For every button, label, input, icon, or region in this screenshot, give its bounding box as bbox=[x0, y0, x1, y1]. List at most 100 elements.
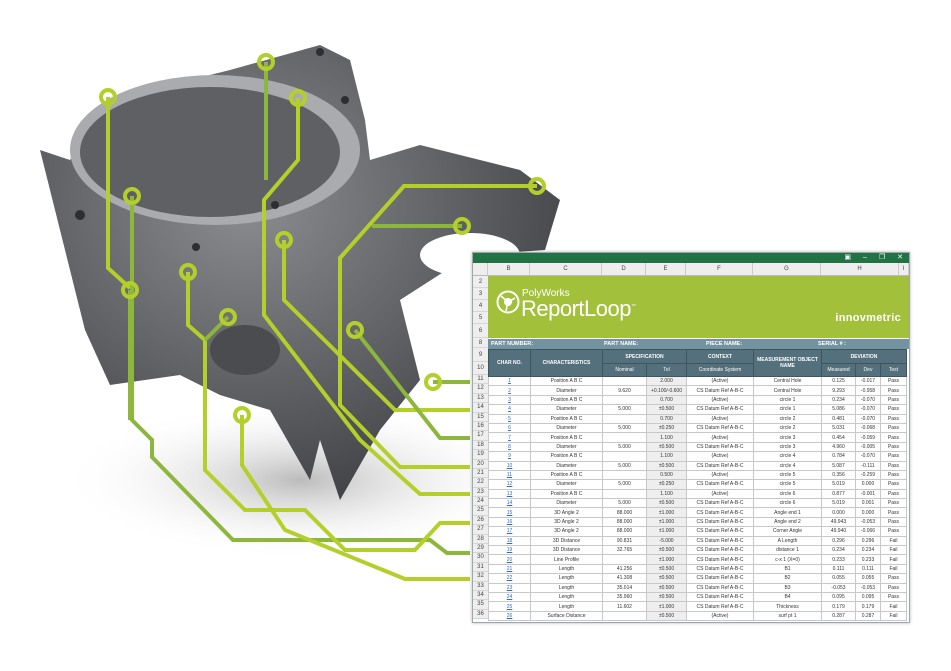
object-name-cell[interactable]: c-x 1 (X=0) bbox=[753, 554, 822, 565]
column-d[interactable]: D bbox=[602, 263, 646, 275]
measured-cell[interactable]: 0.125 bbox=[821, 375, 856, 387]
char-no-link[interactable]: 9 bbox=[488, 451, 531, 462]
test-cell[interactable]: Pass bbox=[880, 591, 907, 603]
coordinate-system-cell[interactable]: CS Datum Ref A-B-C bbox=[686, 545, 754, 556]
coordinate-system-cell[interactable]: (Active) bbox=[686, 375, 754, 387]
char-no-link[interactable]: 3 bbox=[488, 394, 531, 406]
row-number[interactable]: 11 bbox=[473, 375, 488, 385]
nominal-cell[interactable]: 9.620 bbox=[602, 385, 647, 396]
test-cell[interactable]: Pass bbox=[880, 573, 907, 584]
characteristic-cell[interactable]: Position A B C bbox=[530, 394, 603, 406]
object-name-cell[interactable]: circle 5 bbox=[753, 479, 822, 490]
coordinate-system-cell[interactable]: (Active) bbox=[686, 451, 754, 462]
characteristic-cell[interactable]: Position A B C bbox=[530, 375, 603, 387]
coordinate-system-cell[interactable]: CS Datum Ref A-B-C bbox=[686, 526, 754, 537]
row-number[interactable]: 6 bbox=[473, 324, 488, 338]
test-cell[interactable]: Pass bbox=[880, 385, 907, 396]
test-cell[interactable]: Pass bbox=[880, 394, 907, 406]
tol-cell[interactable]: ±0.500 bbox=[646, 563, 687, 575]
measured-cell[interactable]: 0.481 bbox=[821, 413, 856, 424]
char-no-link[interactable]: 8 bbox=[488, 441, 531, 453]
tol-cell[interactable]: ±0.500 bbox=[646, 591, 687, 603]
tol-cell[interactable]: ±1.000 bbox=[646, 516, 687, 528]
char-no-link[interactable]: 13 bbox=[488, 488, 531, 500]
coordinate-system-cell[interactable]: CS Datum Ref A-B-C bbox=[686, 554, 754, 565]
nominal-cell[interactable]: 11.602 bbox=[602, 601, 647, 612]
test-cell[interactable]: Pass bbox=[880, 441, 907, 453]
measured-cell[interactable]: 0.296 bbox=[821, 535, 856, 547]
measured-cell[interactable]: 0.234 bbox=[821, 394, 856, 406]
object-name-cell[interactable]: circle 2 bbox=[753, 422, 822, 434]
characteristic-cell[interactable]: Position A B C bbox=[530, 413, 603, 424]
nominal-cell[interactable] bbox=[602, 394, 647, 406]
dev-cell[interactable]: 0.296 bbox=[855, 535, 881, 547]
char-no-link[interactable]: 12 bbox=[488, 479, 531, 490]
nominal-cell[interactable] bbox=[602, 413, 647, 424]
tol-cell[interactable]: ±0.500 bbox=[646, 582, 687, 594]
test-cell[interactable]: Pass bbox=[880, 375, 907, 387]
test-cell[interactable]: Pass bbox=[880, 413, 907, 424]
row-number[interactable]: 31 bbox=[473, 563, 488, 573]
dev-cell[interactable]: -0.259 bbox=[855, 469, 881, 481]
object-name-cell[interactable]: Angle end 1 bbox=[753, 507, 822, 518]
row-number[interactable]: 10 bbox=[473, 362, 488, 375]
coordinate-system-cell[interactable]: CS Datum Ref A-B-C bbox=[686, 385, 754, 396]
char-no-link[interactable]: 24 bbox=[488, 591, 531, 603]
characteristic-cell[interactable]: 3D Distance bbox=[530, 535, 603, 547]
dev-cell[interactable]: 0.233 bbox=[855, 554, 881, 565]
measured-cell[interactable]: 0.095 bbox=[821, 591, 856, 603]
test-cell[interactable]: Pass bbox=[880, 404, 907, 415]
dev-cell[interactable]: 0.111 bbox=[855, 563, 881, 575]
dev-cell[interactable]: 0.179 bbox=[855, 601, 881, 612]
row-number[interactable]: 24 bbox=[473, 497, 488, 507]
characteristic-cell[interactable]: 3D Angle 2 bbox=[530, 507, 603, 518]
column-f[interactable]: F bbox=[686, 263, 753, 275]
nominal-cell[interactable]: 88.000 bbox=[602, 516, 647, 528]
object-name-cell[interactable]: circle 5 bbox=[753, 469, 822, 481]
object-name-cell[interactable]: B1 bbox=[753, 563, 822, 575]
tol-cell[interactable]: -5.000 bbox=[646, 535, 687, 547]
tol-cell[interactable]: ±0.500 bbox=[646, 498, 687, 509]
characteristic-cell[interactable]: Diameter bbox=[530, 479, 603, 490]
object-name-cell[interactable]: surf pt 1 bbox=[753, 610, 822, 622]
coordinate-system-cell[interactable]: CS Datum Ref A-B-C bbox=[686, 601, 754, 612]
dev-cell[interactable]: -0.111 bbox=[855, 460, 881, 471]
row-number[interactable]: 34 bbox=[473, 591, 488, 601]
char-no-link[interactable]: 1 bbox=[488, 375, 531, 387]
object-name-cell[interactable]: Angle end 2 bbox=[753, 516, 822, 528]
object-name-cell[interactable]: distance 1 bbox=[753, 545, 822, 556]
char-no-link[interactable]: 25 bbox=[488, 601, 531, 612]
row-number[interactable]: 32 bbox=[473, 572, 488, 582]
row-number[interactable]: 16 bbox=[473, 422, 488, 432]
object-name-cell[interactable]: B4 bbox=[753, 591, 822, 603]
measured-cell[interactable]: 4.960 bbox=[821, 441, 856, 453]
object-name-cell[interactable]: Corner Angle bbox=[753, 526, 822, 537]
column-h[interactable]: H bbox=[821, 263, 899, 275]
object-name-cell[interactable]: circle 3 bbox=[753, 432, 822, 443]
dev-cell[interactable]: 0.287 bbox=[855, 610, 881, 622]
object-name-cell[interactable]: B3 bbox=[753, 582, 822, 594]
tol-cell[interactable]: ±0.500 bbox=[646, 460, 687, 471]
row-number[interactable]: 36 bbox=[473, 610, 488, 620]
coordinate-system-cell[interactable]: CS Datum Ref A-B-C bbox=[686, 507, 754, 518]
measured-cell[interactable]: 0.287 bbox=[821, 610, 856, 622]
test-cell[interactable]: Pass bbox=[880, 582, 907, 594]
coordinate-system-cell[interactable]: CS Datum Ref A-B-C bbox=[686, 573, 754, 584]
nominal-cell[interactable]: 5.000 bbox=[602, 404, 647, 415]
nominal-cell[interactable] bbox=[602, 610, 647, 622]
nominal-cell[interactable]: 90.831 bbox=[602, 535, 647, 547]
characteristic-cell[interactable]: 3D Angle 2 bbox=[530, 526, 603, 537]
row-number[interactable]: 8 bbox=[473, 338, 488, 348]
test-cell[interactable]: Fail bbox=[880, 535, 907, 547]
test-cell[interactable]: Pass bbox=[880, 498, 907, 509]
test-cell[interactable]: Pass bbox=[880, 488, 907, 500]
char-no-link[interactable]: 6 bbox=[488, 422, 531, 434]
minimize-icon[interactable]: – bbox=[862, 254, 867, 261]
nominal-cell[interactable]: 35.014 bbox=[602, 582, 647, 594]
characteristic-cell[interactable]: Surface Distance bbox=[530, 610, 603, 622]
tol-cell[interactable]: 1.100 bbox=[646, 432, 687, 443]
measured-cell[interactable]: 0.356 bbox=[821, 469, 856, 481]
measured-cell[interactable]: 0.233 bbox=[821, 554, 856, 565]
restore-icon[interactable]: ❐ bbox=[878, 254, 886, 261]
characteristic-cell[interactable]: Diameter bbox=[530, 441, 603, 453]
